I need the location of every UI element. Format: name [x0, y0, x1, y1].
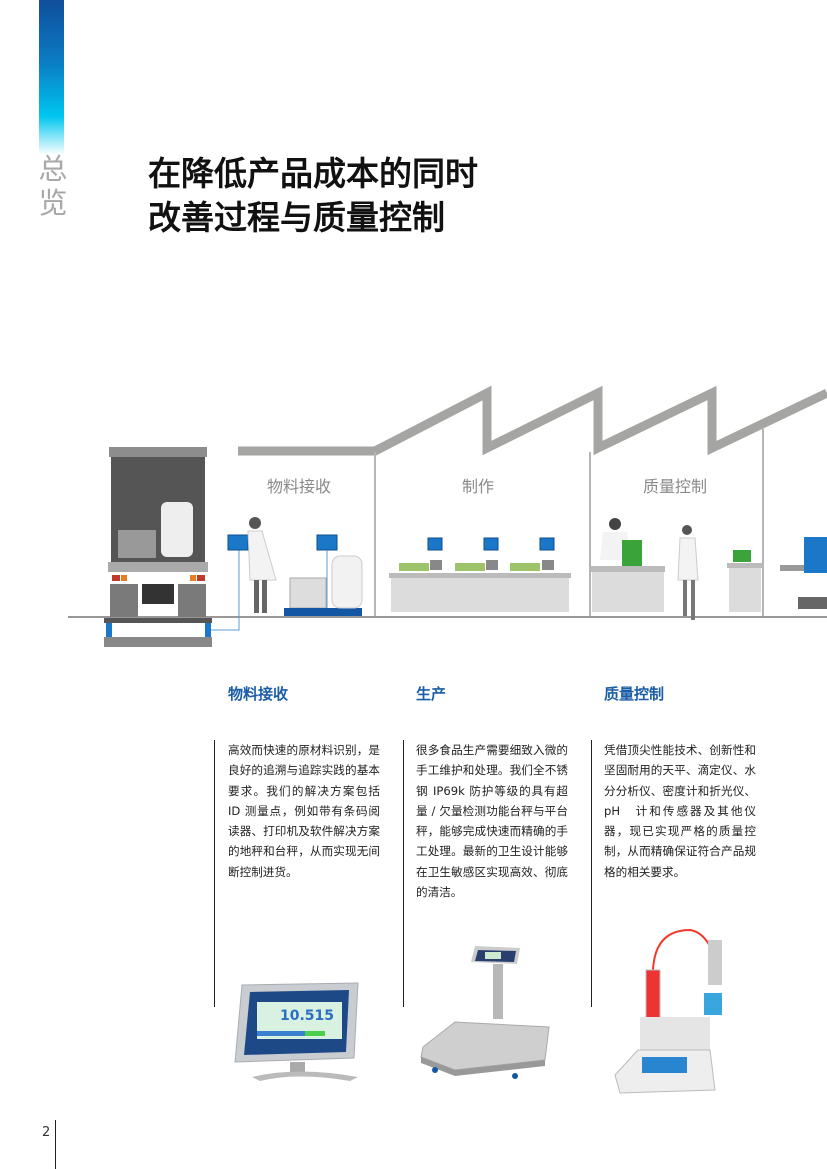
column-text-production: 很多食品生产需要细致入微的手工维护和处理。我们全不锈钢 IP69k 防护等级的具…: [416, 743, 568, 900]
page-number: 2: [42, 1125, 51, 1140]
terminal-display-value: 10.515: [280, 1008, 334, 1024]
quality-lab: [591, 518, 827, 620]
weighing-terminal: [227, 534, 249, 551]
bench-scale-product-image: [420, 946, 550, 1079]
column-divider: [403, 740, 404, 1007]
drum: [331, 555, 363, 609]
section-label-char: 览: [38, 186, 68, 220]
column-heading-receiving: 物料接收: [228, 685, 289, 703]
title-line-2: 改善过程与质量控制: [148, 198, 445, 237]
titrator-product-image: [614, 928, 722, 1094]
page-title: 在降低产品成本的同时 改善过程与质量控制: [148, 152, 478, 240]
zone-label-receiving: 物料接收: [267, 477, 331, 496]
zone-label-quality: 质量控制: [643, 477, 707, 496]
column-divider: [214, 740, 215, 1007]
platform-scale: [284, 608, 362, 616]
section-label: 总 览: [36, 152, 70, 220]
factory-roof: [238, 385, 827, 456]
section-label-char: 总: [38, 152, 68, 186]
column-text-receiving: 高效而快速的原材料识别，是良好的追溯与追踪实践的基本要求。我们的解决方案包括 I…: [228, 743, 392, 879]
zone-label-production: 制作: [462, 477, 494, 496]
pallet-boxes: [289, 577, 327, 609]
column-text-quality: 凭借顶尖性能技术、创新性和坚固耐用的天平、滴定仪、水分分析仪、密度计和折光仪、p…: [604, 743, 756, 879]
column-heading-production: 生产: [416, 685, 447, 703]
column-heading-quality: 质量控制: [604, 685, 665, 703]
factory-walls: [374, 427, 764, 616]
title-line-1: 在降低产品成本的同时: [148, 154, 478, 193]
worker-figure: [247, 517, 277, 613]
section-color-bar: [39, 0, 64, 155]
column-divider: [591, 740, 592, 1007]
production-table: [389, 537, 571, 612]
touch-terminal-product-image: 10.515: [234, 982, 359, 1081]
factory-process-illustration: 物料接收 制作 质量控制: [68, 385, 827, 647]
weighing-terminal: [316, 534, 338, 551]
truck: [108, 447, 208, 617]
page-number-rule: [55, 1120, 56, 1169]
truck-floor-scale: [104, 550, 240, 647]
